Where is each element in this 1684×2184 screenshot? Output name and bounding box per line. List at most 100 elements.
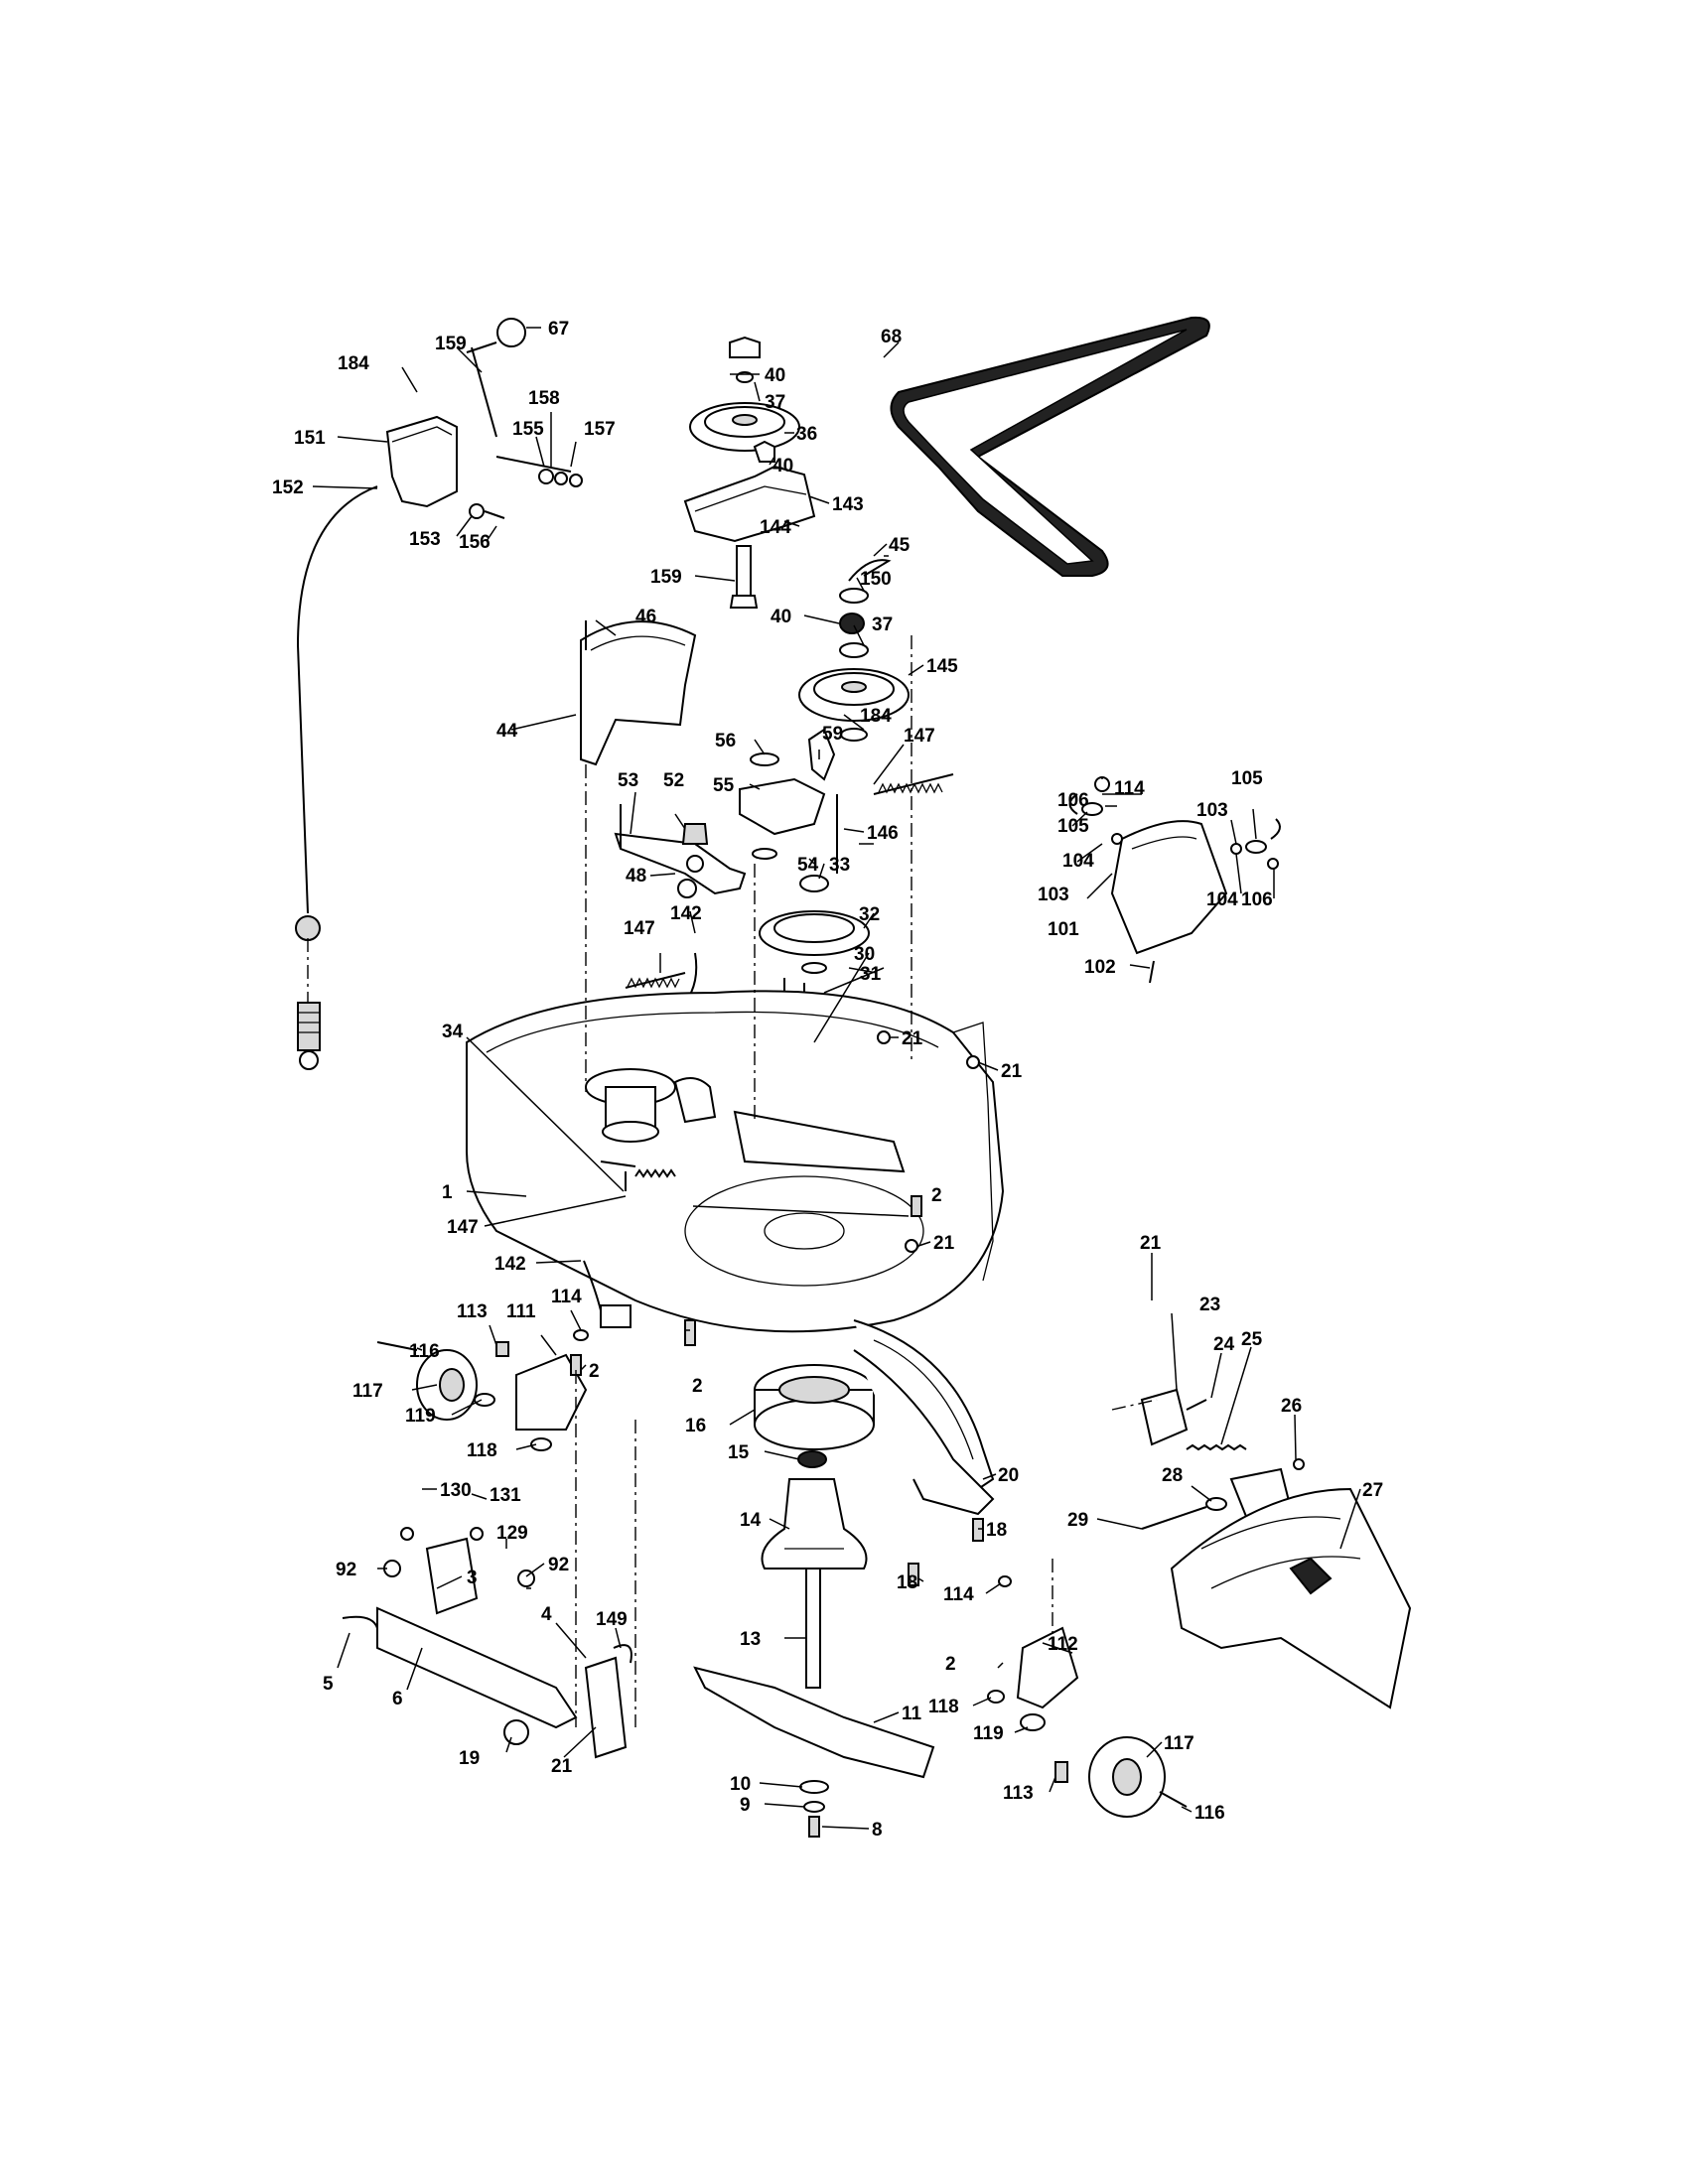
part-label: 2 [692,1376,703,1397]
part-label: 40 [772,456,793,477]
part-label: 118 [467,1440,497,1461]
part-label: 10 [730,1774,751,1795]
part-label: 145 [926,656,958,677]
part-label: 104 [1206,889,1238,910]
part-label: 29 [1067,1510,1088,1531]
part-label: 21 [933,1233,955,1254]
part-label: 9 [740,1795,751,1816]
part-label: 55 [713,775,735,796]
part-label: 44 [496,721,518,742]
part-label: 48 [626,866,646,887]
part-label: 3 [467,1568,478,1588]
part-label: 156 [459,532,491,553]
part-label: 104 [1062,851,1094,872]
part-label: 142 [494,1254,526,1275]
part-label: 1 [442,1182,453,1203]
part-label: 5 [323,1674,334,1695]
part-label: 2 [945,1654,956,1675]
part-label: 8 [872,1820,883,1841]
part-label: 27 [1362,1480,1383,1501]
part-label: 28 [1162,1465,1183,1486]
part-label: 116 [1194,1803,1225,1824]
part-label: 150 [860,569,892,590]
part-label: 25 [1241,1329,1263,1350]
part-label: 101 [1048,919,1079,940]
part-label: 114 [1114,778,1145,799]
idler-arm [614,804,747,898]
deck-hardware [570,1030,1053,1727]
idler-pulley-middle [798,559,910,742]
part-label: 143 [832,494,864,515]
part-label: 129 [496,1523,528,1544]
part-label: 106 [1057,790,1089,811]
part-label: 114 [551,1287,582,1307]
part-label: 33 [829,855,850,876]
part-label: 21 [1001,1061,1023,1082]
part-label: 30 [854,944,875,965]
part-label: 34 [442,1022,464,1042]
discharge-chute [1111,1388,1412,1709]
part-labels: 67 159 184 158 151 155 157 152 153 156 4… [272,319,1383,1841]
part-label: 45 [889,535,911,556]
part-label: 2 [931,1185,942,1206]
part-label: 159 [435,334,467,354]
part-label: 184 [860,706,892,727]
part-label: 68 [881,327,902,347]
part-label: 155 [512,419,544,440]
drive-belt [890,316,1210,577]
gauge-wheel-right [987,1575,1188,1818]
idler-bracket [739,728,954,892]
part-label: 117 [1164,1733,1194,1754]
part-label: 32 [859,904,880,925]
part-label: 16 [685,1416,706,1436]
part-label: 102 [1084,957,1116,978]
front-lift-links [342,1527,632,1759]
part-label: 13 [740,1629,761,1650]
part-label: 144 [760,517,791,538]
part-label: 24 [1213,1334,1235,1355]
gauge-wheel-left [376,1329,589,1451]
part-label: 117 [352,1381,383,1402]
part-label: 184 [338,353,369,374]
mower-deck [466,635,1005,1491]
part-label: 159 [650,567,682,588]
part-label: 116 [409,1341,440,1362]
part-label: 15 [728,1442,750,1463]
part-label: 103 [1196,800,1228,821]
part-label: 157 [584,419,616,440]
part-label: 147 [624,918,655,939]
part-label: 40 [771,607,791,627]
part-label: 147 [447,1217,479,1238]
part-label: 11 [902,1704,922,1724]
lift-lever-assembly [295,318,583,1070]
part-label: 103 [1038,885,1069,905]
part-label: 18 [897,1572,917,1593]
part-label: 36 [796,424,817,445]
part-label: 67 [548,319,569,340]
part-label: 23 [1199,1295,1220,1315]
part-label: 4 [541,1604,552,1625]
part-label: 113 [1003,1783,1034,1804]
part-label: 37 [765,392,785,413]
part-label: 158 [528,388,560,409]
part-label: 149 [596,1609,628,1630]
deck-baffle [853,1349,995,1586]
part-label: 142 [670,903,702,924]
part-label: 111 [506,1301,536,1322]
part-label: 113 [457,1301,488,1322]
part-label: 26 [1281,1396,1302,1417]
part-label: 53 [618,770,638,791]
part-label: 31 [860,964,882,985]
part-label: 131 [490,1485,521,1506]
spring-148 [873,773,954,795]
part-label: 19 [459,1748,480,1769]
part-label: 21 [1140,1233,1162,1254]
part-label: 40 [765,365,785,386]
part-label: 92 [548,1555,569,1575]
part-label: 2 [589,1361,600,1382]
part-label: 14 [740,1510,762,1531]
part-label: 114 [943,1584,974,1605]
part-label: 59 [822,724,843,745]
part-label: 146 [867,823,899,844]
